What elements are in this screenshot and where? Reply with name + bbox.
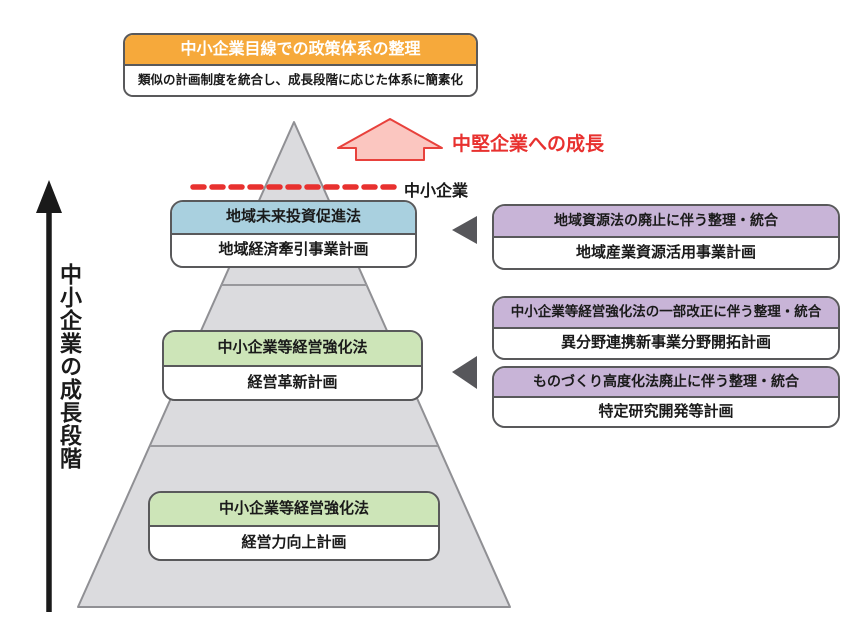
title-box: 中小企業目線での政策体系の整理 類似の計画制度を統合し、成長段階に応じた体系に簡…	[123, 33, 478, 97]
sme-boundary-label: 中小企業	[404, 183, 469, 200]
integration-plan: 地域産業資源活用事業計画	[494, 238, 838, 268]
tier-law-name: 中小企業等経営強化法	[164, 332, 421, 367]
growth-axis-label: 中小企業の成長段階	[57, 263, 82, 470]
tier-box-management-strengthening-base: 中小企業等経営強化法 経営力向上計画	[148, 491, 440, 561]
growth-arrow-label: 中堅企業への成長	[452, 134, 605, 155]
tier-box-regional-future-investment: 地域未来投資促進法 地域経済牽引事業計画	[170, 200, 417, 268]
integration-box-regional-resources: 地域資源法の廃止に伴う整理・統合 地域産業資源活用事業計画	[492, 204, 840, 270]
tier-plan-name: 経営力向上計画	[150, 527, 438, 559]
integration-note: ものづくり高度化法廃止に伴う整理・統合	[494, 368, 838, 398]
integration-plan: 異分野連携新事業分野開拓計画	[494, 329, 838, 358]
tier-law-name: 地域未来投資促進法	[172, 202, 415, 235]
integration-note: 中小企業等経営強化法の一部改正に伴う整理・統合	[494, 298, 838, 329]
tier-law-name: 中小企業等経営強化法	[150, 493, 438, 527]
growth-axis-arrowhead-icon	[36, 180, 62, 213]
title-box-header: 中小企業目線での政策体系の整理	[125, 35, 476, 66]
integration-arrow-top-icon	[452, 216, 477, 244]
integration-note: 地域資源法の廃止に伴う整理・統合	[494, 206, 838, 238]
tier-box-management-strengthening-mid: 中小企業等経営強化法 経営革新計画	[162, 330, 423, 401]
integration-box-monodzukuri: ものづくり高度化法廃止に伴う整理・統合 特定研究開発等計画	[492, 366, 840, 428]
integration-box-cross-field: 中小企業等経営強化法の一部改正に伴う整理・統合 異分野連携新事業分野開拓計画	[492, 296, 840, 360]
title-box-subtitle: 類似の計画制度を統合し、成長段階に応じた体系に簡素化	[125, 66, 476, 95]
tier-plan-name: 経営革新計画	[164, 366, 421, 399]
integration-arrow-middle-icon	[452, 356, 477, 389]
integration-plan: 特定研究開発等計画	[494, 398, 838, 426]
growth-up-arrow-icon	[337, 118, 443, 161]
tier-plan-name: 地域経済牽引事業計画	[172, 235, 415, 266]
